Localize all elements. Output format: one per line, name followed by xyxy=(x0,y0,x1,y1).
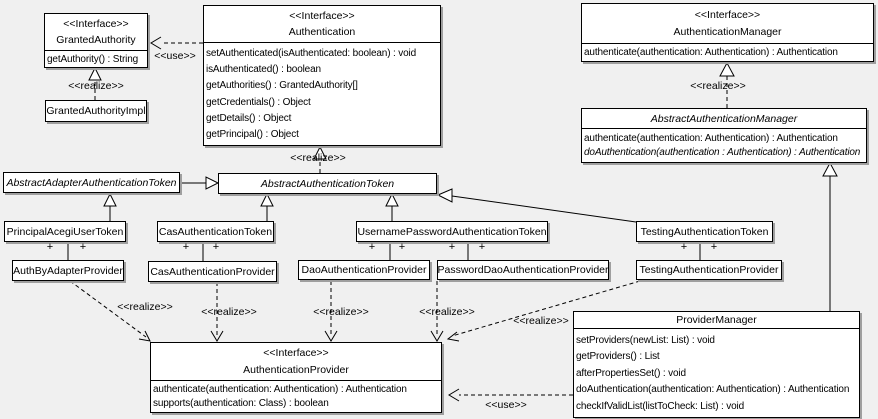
realize-label: <<realize>> xyxy=(68,80,124,92)
association-end-plus: + xyxy=(478,241,486,253)
stereotype-label: <<Interface>> xyxy=(263,347,329,360)
method: authenticate(authentication: Authenticat… xyxy=(153,384,407,395)
class-name: TestingAuthenticationProvider xyxy=(639,264,779,276)
use-arrow-authentication-to-grantedauthority xyxy=(150,36,203,50)
association-end-plus: + xyxy=(182,241,190,253)
association-end-plus: + xyxy=(680,241,688,253)
association-end-plus: + xyxy=(448,241,456,253)
realize-arrow-authbyadapterprovider xyxy=(69,280,151,342)
class-name: GrantedAuthorityImpl xyxy=(46,105,146,117)
class-abstract-authentication-token: AbstractAuthenticationToken xyxy=(218,173,437,194)
class-name: GrantedAuthority xyxy=(56,34,136,46)
realize-arrow-casauthenticationprovider xyxy=(210,282,224,342)
method: getAuthority() : String xyxy=(47,53,139,65)
class-name: AbstractAuthenticationToken xyxy=(260,177,395,190)
class-username-password-authentication-token: UsernamePasswordAuthenticationToken xyxy=(356,221,548,242)
class-dao-authentication-provider: DaoAuthenticationProvider xyxy=(298,260,430,280)
method: getCredentials() : Object xyxy=(206,96,311,108)
realize-label: <<realize>> xyxy=(201,306,257,318)
realize-arrow-passworddaoauthenticationprovider xyxy=(430,281,444,342)
use-label: <<use>> xyxy=(154,50,196,62)
association-end-plus: + xyxy=(46,241,54,253)
class-cas-authentication-provider: CasAuthenticationProvider xyxy=(148,261,277,282)
method: checkIfValidList(listToCheck: List) : vo… xyxy=(576,400,745,412)
extends-arrow-abstractadapter xyxy=(180,176,220,190)
realize-label: <<realize>> xyxy=(313,306,369,318)
class-name: AuthenticationProvider xyxy=(243,363,349,376)
class-abstract-authentication-manager: AbstractAuthenticationManager authentica… xyxy=(581,108,867,163)
class-name: ProviderManager xyxy=(676,314,757,326)
extends-arrow-usernamepasswordtoken xyxy=(385,192,399,221)
method: setAuthenticated(isAuthenticated: boolea… xyxy=(206,48,417,60)
class-authentication: <<Interface>> Authentication setAuthenti… xyxy=(203,5,441,146)
class-granted-authority: <<Interface>> GrantedAuthority getAuthor… xyxy=(44,13,148,68)
realize-arrow-daoauthenticationprovider xyxy=(324,281,338,342)
method: authenticate(authentication: Authenticat… xyxy=(584,47,838,58)
extends-arrow-testingauthenticationtoken xyxy=(436,188,637,223)
method: getAuthorities() : GrantedAuthority[] xyxy=(206,80,358,92)
use-label: <<use>> xyxy=(485,399,527,411)
method: doAuthentication(authentication: Authent… xyxy=(576,384,850,395)
association-end-plus: + xyxy=(79,241,87,253)
class-name: UsernamePasswordAuthenticationToken xyxy=(357,225,547,238)
class-name: AuthByAdapterProvider xyxy=(13,264,123,277)
class-authentication-provider: <<Interface>> AuthenticationProvider aut… xyxy=(150,342,442,413)
realize-label: <<realize>> xyxy=(419,306,475,318)
realize-arrow-testingauthenticationprovider xyxy=(446,280,641,342)
method: setProviders(newList: List) : void xyxy=(576,334,715,346)
class-name: PrincipalAcegiUserToken xyxy=(6,225,124,238)
extends-arrow-principalacegiusertoken xyxy=(103,192,117,221)
extends-arrow-casauthenticationtoken xyxy=(260,192,274,221)
realize-label: <<realize>> xyxy=(117,301,173,313)
class-auth-by-adapter-provider: AuthByAdapterProvider xyxy=(12,260,124,281)
class-password-dao-authentication-provider: PasswordDaoAuthenticationProvider xyxy=(437,260,609,280)
method: authenticate(authentication: Authenticat… xyxy=(584,132,838,144)
class-name: DaoAuthenticationProvider xyxy=(301,264,427,276)
method: supports(authentication: Class) : boolea… xyxy=(153,398,329,409)
association-end-plus: + xyxy=(398,241,406,253)
class-provider-manager: ProviderManager setProviders(newList: Li… xyxy=(573,311,860,418)
class-name: AbstractAuthenticationManager xyxy=(650,112,798,125)
association-end-plus: + xyxy=(212,241,220,253)
class-name: AuthenticationManager xyxy=(673,26,782,38)
class-testing-authentication-provider: TestingAuthenticationProvider xyxy=(636,260,782,280)
class-cas-authentication-token: CasAuthenticationToken xyxy=(157,221,274,242)
realize-label: <<realize>> xyxy=(290,152,346,164)
class-testing-authentication-token: TestingAuthenticationToken xyxy=(636,221,773,242)
method: doAuthentication(authentication : Authen… xyxy=(584,147,861,159)
realize-arrow-abstractauthenticationmanager xyxy=(719,61,735,108)
class-name: CasAuthenticationProvider xyxy=(150,265,275,278)
realize-arrow-grantedauthorityimpl xyxy=(88,66,102,100)
class-granted-authority-impl: GrantedAuthorityImpl xyxy=(45,100,147,122)
method: getPrincipal() : Object xyxy=(206,128,299,140)
method: afterPropertiesSet() : void xyxy=(576,367,686,379)
stereotype-label: <<Interface>> xyxy=(63,18,129,30)
use-arrow-providermanager-to-authenticationprovider xyxy=(448,388,573,402)
association-end-plus: + xyxy=(710,241,718,253)
class-name: PasswordDaoAuthenticationProvider xyxy=(437,264,609,276)
stereotype-label: <<Interface>> xyxy=(694,9,761,21)
association-end-plus: + xyxy=(368,241,376,253)
stereotype-label: <<Interface>> xyxy=(289,10,355,22)
class-principal-acegi-user-token: PrincipalAcegiUserToken xyxy=(4,221,126,242)
realize-label: <<realize>> xyxy=(513,315,569,327)
extends-arrow-providermanager xyxy=(822,161,838,311)
method: isAuthenticated() : boolean xyxy=(206,64,321,76)
class-name: CasAuthenticationToken xyxy=(158,225,273,238)
class-authentication-manager: <<Interface>> AuthenticationManager auth… xyxy=(581,3,874,62)
realize-label: <<realize>> xyxy=(690,80,746,92)
method: getProviders() : List xyxy=(576,351,660,362)
class-name: TestingAuthenticationToken xyxy=(640,225,769,238)
method: getDetails() : Object xyxy=(206,112,292,124)
class-name: AbstractAdapterAuthenticationToken xyxy=(6,176,177,189)
class-abstract-adapter-authentication-token: AbstractAdapterAuthenticationToken xyxy=(3,172,180,193)
class-name: Authentication xyxy=(288,26,356,38)
realize-arrow-abstractauthenticationtoken xyxy=(313,145,327,173)
